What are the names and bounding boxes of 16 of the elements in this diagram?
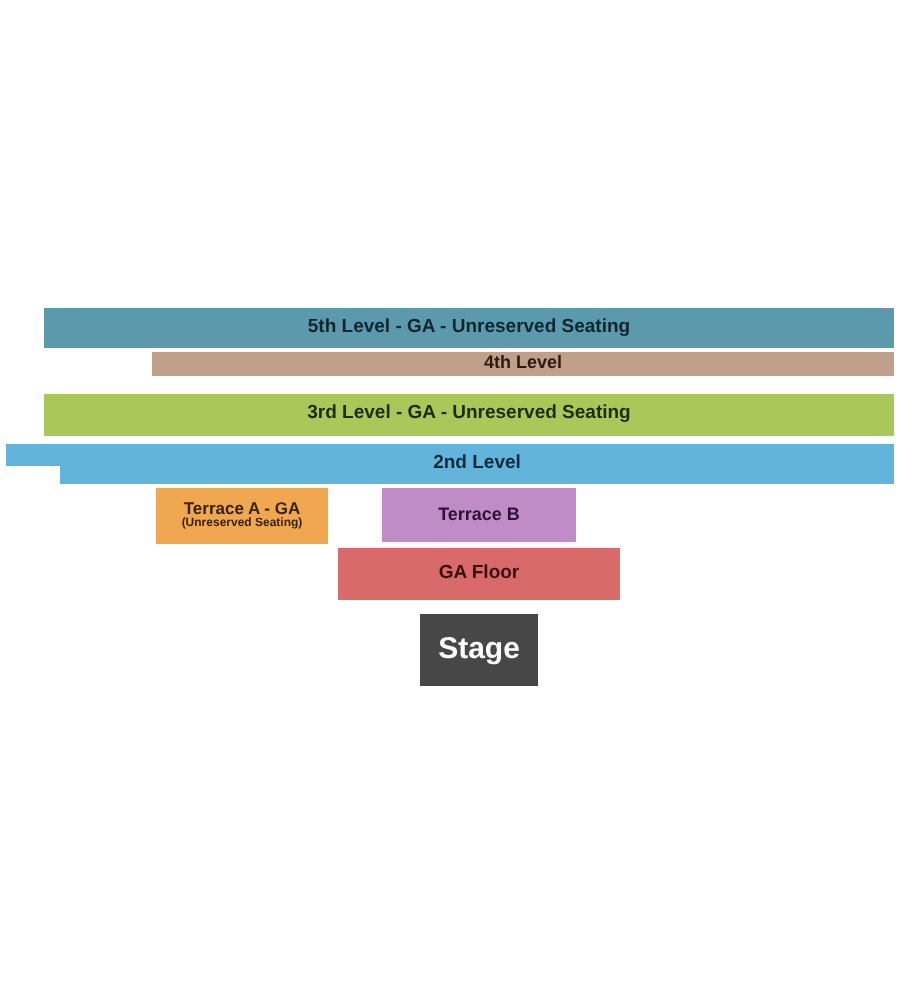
seating-section xyxy=(382,488,576,542)
stage xyxy=(420,614,538,686)
section-label: 5th Level - GA - Unreserved Seating xyxy=(307,317,631,339)
section-label: Terrace A - GA xyxy=(183,500,301,519)
section-label: Stage xyxy=(438,633,520,667)
seating-section xyxy=(44,394,894,436)
seating-section xyxy=(6,444,894,484)
seating-section xyxy=(156,488,328,544)
section-label: Terrace B xyxy=(438,505,520,525)
seating-section xyxy=(152,352,894,376)
floor-section xyxy=(338,548,620,600)
section-label: 4th Level xyxy=(483,354,562,374)
section-label: 3rd Level - GA - Unreserved Seating xyxy=(307,404,631,426)
section-label: GA Floor xyxy=(438,563,520,585)
seating-section xyxy=(44,308,894,348)
section-label: 2nd Level xyxy=(433,453,521,475)
